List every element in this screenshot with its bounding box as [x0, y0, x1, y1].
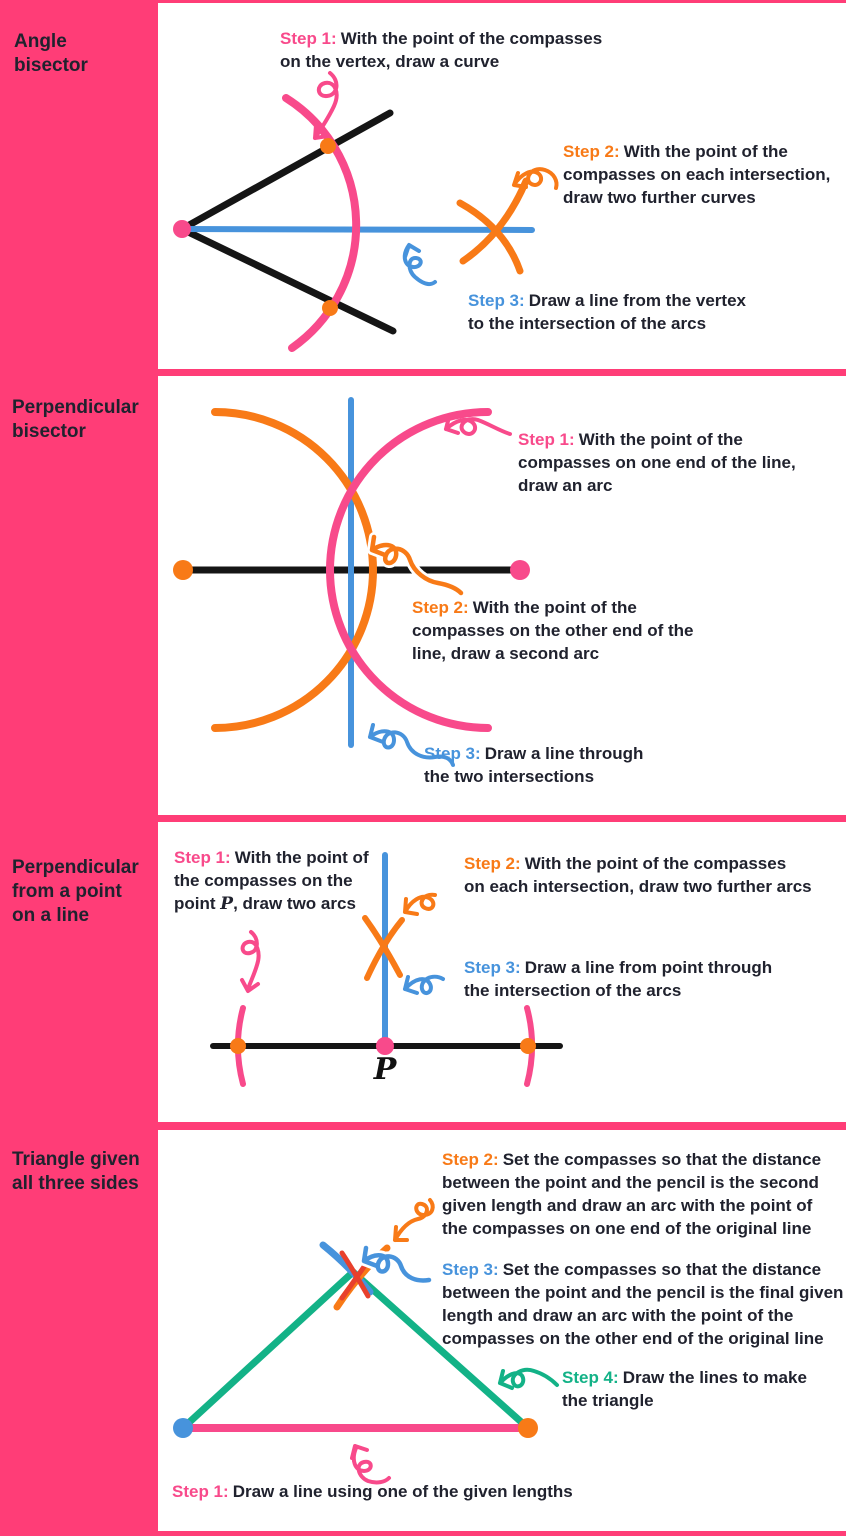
- step-label: Step 2:: [563, 142, 620, 161]
- section-title-triangle-three-sides: Triangle given all three sides: [12, 1148, 140, 1196]
- cross-arc-2: [364, 917, 405, 981]
- right-side-line: [349, 1268, 532, 1432]
- step-instruction: Step 3:Draw a line through the two inter…: [424, 744, 644, 786]
- angle-bisector-diagram: [173, 71, 559, 352]
- intersection-point-upper: [320, 138, 336, 154]
- panel-triangle-three-sides: Step 2:Set the compasses so that the dis…: [158, 1130, 846, 1531]
- apex-arc-blue: [319, 1241, 374, 1296]
- squiggle-arrow-icon: [313, 71, 339, 140]
- squiggle-arrow-icon: [350, 1444, 391, 1485]
- title-line: Angle: [14, 31, 67, 52]
- step-label: Step 2:: [464, 854, 521, 873]
- squiggle-arrow-icon: [359, 1243, 434, 1286]
- step-label: Step 2:: [442, 1150, 499, 1169]
- step-instruction: Step 3:Draw a line from point through th…: [464, 958, 773, 1000]
- left-endpoint: [173, 560, 193, 580]
- step-instruction: Step 1:With the point of the compasses o…: [174, 848, 369, 914]
- panel-perpendicular-from-point: P Step 1:With the point of the compasses…: [158, 822, 846, 1122]
- squiggle-arrow-icon: [403, 974, 445, 996]
- title-line: bisector: [14, 55, 88, 76]
- squiggle-arrow-icon: [393, 1198, 435, 1242]
- section-title-perpendicular-from-point: Perpendicular from a point on a line: [12, 856, 139, 928]
- title-line: on a line: [12, 905, 90, 926]
- section-title-angle-bisector: Angle bisector: [14, 30, 88, 78]
- right-endpoint: [510, 560, 530, 580]
- title-line: Perpendicular: [12, 857, 139, 878]
- left-side-line: [179, 1268, 357, 1432]
- title-line: all three sides: [12, 1173, 139, 1194]
- point-p-inline: P: [220, 894, 234, 914]
- step-instruction: Step 1:With the point of the compasses o…: [518, 430, 796, 495]
- squiggle-arrow-icon: [240, 930, 261, 993]
- title-line: bisector: [12, 421, 86, 442]
- step-label: Step 1:: [172, 1482, 229, 1501]
- right-endpoint: [518, 1418, 538, 1438]
- step-instruction: Step 1:With the point of the compasses o…: [280, 29, 603, 71]
- step-label: Step 1:: [518, 430, 575, 449]
- step-label: Step 3:: [424, 744, 481, 763]
- vertex-point: [173, 220, 191, 238]
- vertex-arc: [282, 94, 361, 352]
- point-p-label: P: [373, 1052, 397, 1087]
- title-line: Triangle given: [12, 1149, 140, 1170]
- step-instruction: Step 2:Set the compasses so that the dis…: [442, 1150, 822, 1238]
- step-instruction: Step 2:With the point of the compasses o…: [464, 854, 812, 896]
- step-instruction: Step 3:Set the compasses so that the dis…: [442, 1260, 844, 1348]
- step-instruction: Step 1:Draw a line using one of the give…: [172, 1482, 573, 1501]
- step-instruction: Step 3:Draw a line from the vertex to th…: [468, 291, 746, 333]
- step-label: Step 3:: [464, 958, 521, 977]
- right-arc: [326, 408, 492, 732]
- left-endpoint: [173, 1418, 193, 1438]
- panel-angle-bisector: Step 1:With the point of the compasses o…: [158, 3, 846, 369]
- step-label: Step 1:: [280, 29, 337, 48]
- title-line: from a point: [12, 881, 122, 902]
- angle-ray-upper: [178, 109, 394, 233]
- triangle-construction-diagram: [173, 1198, 559, 1485]
- point-p: [376, 1037, 394, 1055]
- squiggle-arrow-icon: [402, 243, 437, 287]
- angle-ray-lower: [178, 225, 397, 335]
- step-label: Step 3:: [442, 1260, 499, 1279]
- step-label: Step 3:: [468, 291, 525, 310]
- step-label: Step 2:: [412, 598, 469, 617]
- title-line: Perpendicular: [12, 397, 139, 418]
- section-title-perpendicular-bisector: Perpendicular bisector: [12, 396, 139, 444]
- squiggle-arrow-icon: [403, 892, 437, 916]
- squiggle-arrow-icon: [498, 1367, 559, 1390]
- step-label: Step 1:: [174, 848, 231, 867]
- perpendicular-from-point-diagram: [210, 852, 563, 1087]
- step-instruction: Step 2:With the point of the compasses o…: [563, 142, 831, 207]
- cross-arc-2: [459, 177, 530, 265]
- squiggle-arrow-icon: [367, 532, 466, 598]
- left-arc: [211, 408, 377, 732]
- squiggle-arrow-icon: [512, 167, 559, 190]
- panel-perpendicular-bisector: Step 1:With the point of the compasses o…: [158, 376, 846, 815]
- intersection-point-lower: [322, 300, 338, 316]
- squiggle-arrow-icon: [368, 723, 455, 767]
- step-instruction: Step 2:With the point of the compasses o…: [412, 598, 694, 663]
- perpendicular-bisector-diagram: [173, 397, 530, 767]
- intersection-point-right: [520, 1038, 536, 1054]
- step-instruction: Step 4:Draw the lines to make the triang…: [562, 1368, 807, 1410]
- step-label: Step 4:: [562, 1368, 619, 1387]
- squiggle-arrow-icon: [444, 415, 512, 436]
- intersection-point-left: [230, 1038, 246, 1054]
